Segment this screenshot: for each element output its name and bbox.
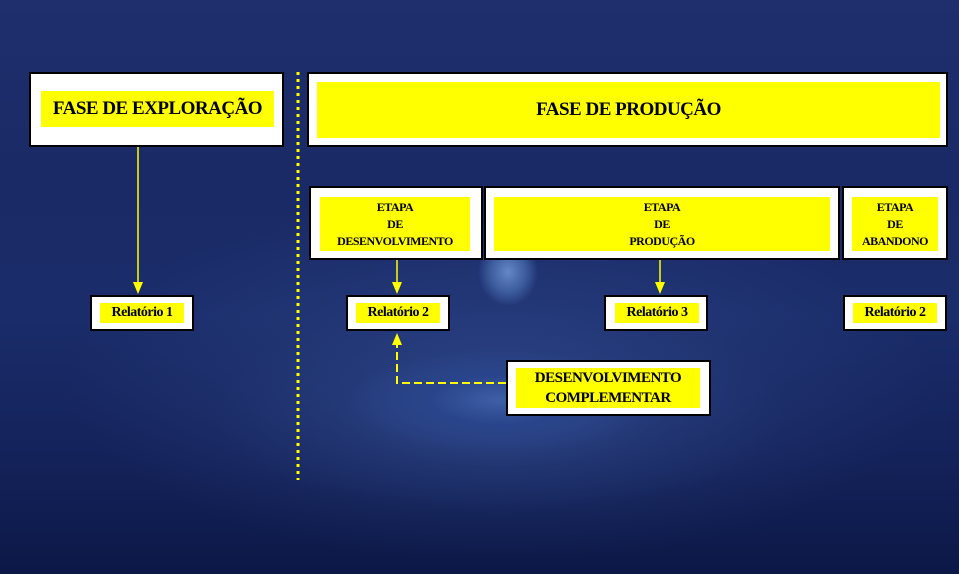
etapa-abandono-line-3: ABANDONO <box>861 233 929 248</box>
etapa-producao-line-3: PRODUÇÃO <box>629 233 695 248</box>
fase-producao-label: FASE DE PRODUÇÃO <box>317 82 940 138</box>
etapa-desenvolvimento-label: ETAPA DE DESENVOLVIMENTO <box>320 197 470 251</box>
etapa-producao-box: ETAPA DE PRODUÇÃO <box>484 186 840 260</box>
arrow-exploracao-head <box>133 282 143 294</box>
etapa-producao-line-2: DE <box>654 216 670 231</box>
etapa-desenvolvimento-line-3: DESENVOLVIMENTO <box>337 233 453 248</box>
relatorio-3-box: Relatório 3 <box>604 295 708 331</box>
relatorio-3-label: Relatório 3 <box>615 303 699 323</box>
relatorio-2-box: Relatório 2 <box>346 295 450 331</box>
arrow-desenvolvimento-head <box>392 282 402 294</box>
relatorio-2-label: Relatório 2 <box>356 303 440 323</box>
etapa-abandono-line-2: DE <box>887 216 903 231</box>
relatorio-1-box: Relatório 1 <box>90 295 194 331</box>
arrow-producao-head <box>655 282 665 294</box>
etapa-desenvolvimento-line-1: ETAPA <box>376 199 414 214</box>
dashed-complementar-head <box>392 333 402 345</box>
desenvolvimento-complementar-box: DESENVOLVIMENTO COMPLEMENTAR <box>506 360 711 416</box>
etapa-abandono-line-1: ETAPA <box>876 199 914 214</box>
etapa-desenvolvimento-line-2: DE <box>387 216 403 231</box>
dashed-complementar-connector <box>396 343 506 384</box>
desenvolvimento-complementar-line-2: COMPLEMENTAR <box>545 390 671 406</box>
fase-exploracao-box: FASE DE EXPLORAÇÃO <box>29 72 284 147</box>
etapa-abandono-box: ETAPA DE ABANDONO <box>842 186 948 260</box>
etapa-producao-label: ETAPA DE PRODUÇÃO <box>494 197 830 251</box>
desenvolvimento-complementar-line-1: DESENVOLVIMENTO <box>534 370 682 386</box>
relatorio-2-abandono-box: Relatório 2 <box>843 295 947 331</box>
desenvolvimento-complementar-label: DESENVOLVIMENTO COMPLEMENTAR <box>516 368 700 408</box>
etapa-abandono-label: ETAPA DE ABANDONO <box>852 197 938 251</box>
relatorio-2-abandono-label: Relatório 2 <box>853 303 937 323</box>
fase-producao-box: FASE DE PRODUÇÃO <box>307 72 948 147</box>
etapa-desenvolvimento-box: ETAPA DE DESENVOLVIMENTO <box>309 186 483 260</box>
etapa-producao-line-1: ETAPA <box>643 199 681 214</box>
relatorio-1-label: Relatório 1 <box>100 303 184 323</box>
fase-exploracao-label: FASE DE EXPLORAÇÃO <box>41 91 274 127</box>
